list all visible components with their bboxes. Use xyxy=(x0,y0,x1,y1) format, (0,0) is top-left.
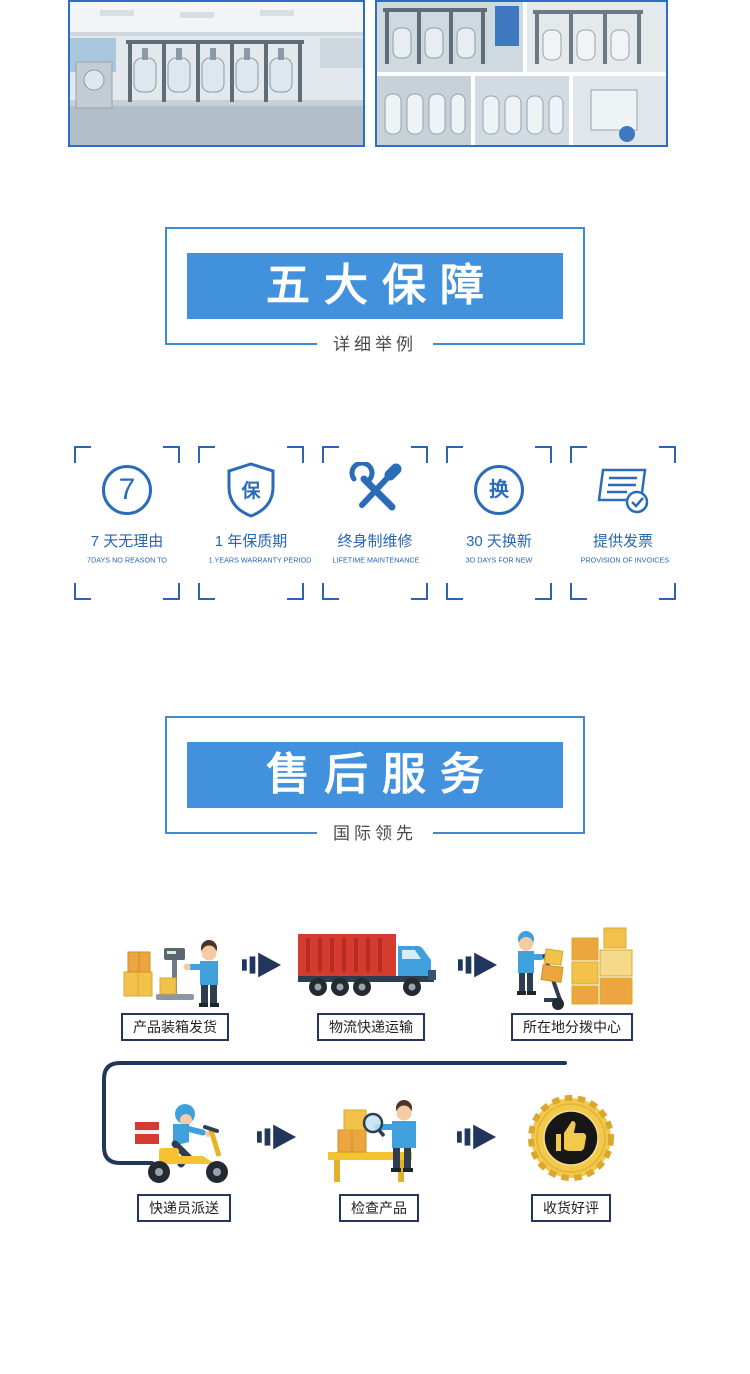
flow-step-label: 收货好评 xyxy=(531,1194,611,1222)
banner-subtitle: 详细举例 xyxy=(317,333,433,357)
inspection-illustration xyxy=(326,1090,434,1186)
distribution-illustration xyxy=(506,924,638,1012)
banner-subtitle: 国际领先 xyxy=(317,822,433,846)
guarantee-card-invoice: 提供发票 PROVISION OF INVOICES xyxy=(570,446,676,600)
banner-title: 五大保障 xyxy=(266,261,498,310)
guarantee-title: 终身制维修 xyxy=(337,533,413,550)
shield-icon: 保 xyxy=(198,456,304,524)
svg-text:保: 保 xyxy=(240,479,261,502)
guarantee-title: 1 年保质期 xyxy=(214,533,288,550)
guarantee-title: 30 天换新 xyxy=(466,533,532,550)
flow-step-label: 产品装箱发货 xyxy=(121,1013,229,1041)
flow-arrow-icon xyxy=(257,1122,297,1152)
guarantee-card-warranty: 保 1 年保质期 1 YEARS WARRANTY PERIOD xyxy=(198,446,312,600)
factory-workshop-image xyxy=(70,2,363,145)
invoice-icon xyxy=(570,456,676,524)
guarantee-subtitle-en: 3O DAYS FOR NEW xyxy=(465,556,533,564)
truck-illustration xyxy=(296,932,446,998)
flow-arrow-icon xyxy=(458,950,498,980)
after-sales-banner: 售后服务 国际领先 xyxy=(165,716,585,846)
flow-step-label: 检查产品 xyxy=(339,1194,419,1222)
guarantee-card-7days: 7 7 天无理由 7DAYS NO REASON TO xyxy=(74,446,180,600)
factory-photo-left xyxy=(68,0,365,147)
flow-step-label: 所在地分拨中心 xyxy=(511,1013,633,1041)
guarantee-card-replace: 换 30 天换新 3O DAYS FOR NEW xyxy=(446,446,552,600)
factory-photo-right xyxy=(375,0,668,147)
banner-title-box: 五大保障 xyxy=(187,253,563,319)
equipment-collage-image xyxy=(377,2,666,145)
flow-connector-line xyxy=(102,1061,567,1165)
guarantee-subtitle-en: PROVISION OF INVOICES xyxy=(580,556,670,564)
flow-arrow-icon xyxy=(242,950,282,980)
flow-step-label: 物流快递运输 xyxy=(317,1013,425,1041)
banner-title-box: 售后服务 xyxy=(187,742,563,808)
guarantee-subtitle-en: LIFETIME MAINTENANCE xyxy=(332,556,420,564)
packing-illustration xyxy=(122,926,228,1012)
flow-step-label: 快递员派送 xyxy=(137,1194,231,1222)
banner-title: 售后服务 xyxy=(266,750,498,799)
seven-days-circle-icon: 7 xyxy=(74,456,180,524)
guarantee-card-maintenance: 终身制维修 LIFETIME MAINTENANCE xyxy=(322,446,428,600)
guarantee-subtitle-en: 7DAYS NO REASON TO xyxy=(86,556,168,564)
guarantee-title: 提供发票 xyxy=(592,533,653,550)
five-guarantees-banner: 五大保障 详细举例 xyxy=(165,227,585,357)
guarantee-title: 7 天无理由 xyxy=(90,533,164,550)
medal-illustration xyxy=(526,1093,616,1183)
replace-circle-icon: 换 xyxy=(446,456,552,524)
guarantee-subtitle-en: 1 YEARS WARRANTY PERIOD xyxy=(208,556,312,564)
flow-arrow-icon xyxy=(457,1122,497,1152)
scooter-illustration xyxy=(133,1092,237,1188)
tools-icon xyxy=(322,456,428,524)
guarantee-list: 7 7 天无理由 7DAYS NO REASON TO 保 1 年保质期 1 Y… xyxy=(0,446,750,600)
